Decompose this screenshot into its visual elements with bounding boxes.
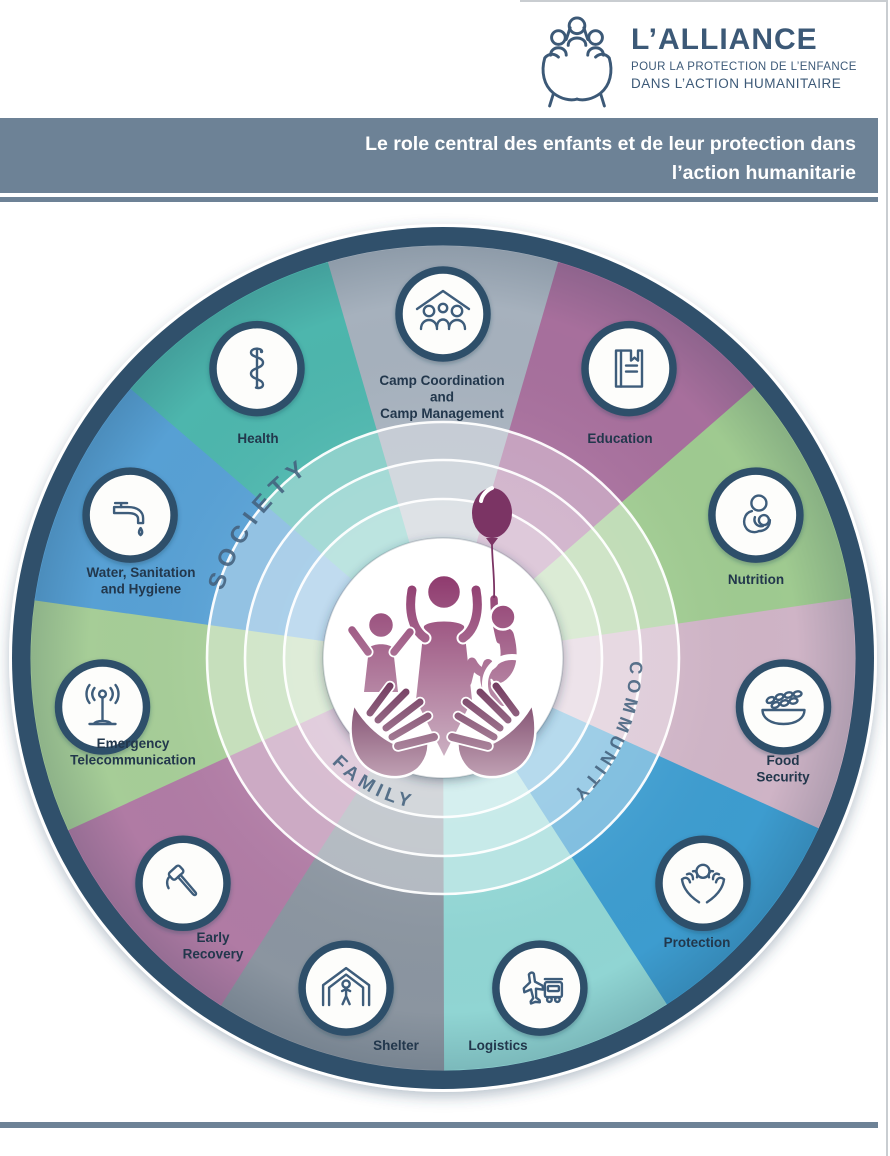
camp-icon [415,289,471,331]
balloon-icon [472,486,512,599]
page-title-line2: l’action humanitarie [671,162,856,184]
antenna-icon-badge [54,659,151,755]
breastfeeding-icon-badge [708,467,804,563]
grain-bowl-icon [761,690,806,726]
hammer-icon-badge [135,835,231,932]
ring-band [207,422,679,894]
sector-label-protection: Protection [664,935,731,950]
hands-up-person-icon [680,863,726,904]
asclepius-icon [249,347,265,390]
ring-band [245,460,641,856]
header: L’ALLIANCE POUR LA PROTECTION DE L’ENFAN… [533,10,878,110]
sector-label-shelter: Shelter [373,1038,420,1053]
shelter-person-icon-badge [298,940,394,1036]
logo-text: L’ALLIANCE POUR LA PROTECTION DE L’ENFAN… [631,10,857,110]
ring-separator [243,458,643,858]
breastfeeding-icon [742,494,772,534]
sector-label-nutrition: Nutrition [728,572,784,587]
banner-underline [0,197,878,202]
page-right-border [886,0,888,1156]
page-title: Le role central des enfants et de leur p… [365,130,856,188]
tap-icon-badge [82,467,178,563]
hands-up-person-icon-badge [655,835,751,932]
plane-truck-icon-badge [492,940,588,1036]
hands-icon [349,680,537,779]
tap-icon [112,501,145,537]
plane-truck-icon [522,971,564,1005]
ring-separator [205,420,681,896]
ring-band [284,499,602,817]
bottom-rule [0,1122,878,1128]
book-icon [614,349,644,388]
logo-title: L’ALLIANCE [631,23,818,56]
camp-icon-badge [395,266,491,362]
sector-label-logistics: Logistics [468,1038,527,1053]
page-title-line1: Le role central des enfants et de leur p… [365,133,856,155]
antenna-icon [85,683,120,726]
ring-separator [282,497,604,819]
sector-label-education: Education [587,431,652,446]
shelter-person-icon [321,966,371,1007]
page-top-border [520,0,886,2]
hammer-icon [165,864,198,897]
logo-subtitle-1: POUR LA PROTECTION DE L’ENFANCE [631,61,857,73]
title-banner: Le role central des enfants et de leur p… [0,118,878,193]
center-children-icon [346,573,542,779]
asclepius-icon-badge [209,320,305,417]
sector-label-health: Health [237,431,278,446]
grain-bowl-icon-badge [735,659,832,755]
alliance-logo-icon [541,16,613,108]
book-icon-badge [581,320,677,417]
logo-subtitle-2: DANS L’ACTION HUMANITAIRE [631,76,842,91]
